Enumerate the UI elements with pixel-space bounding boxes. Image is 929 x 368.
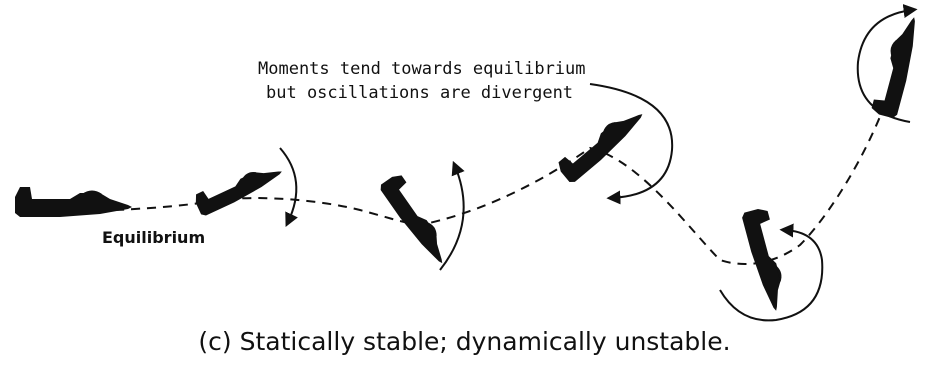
figure-caption: (c) Statically stable; dynamically unsta… xyxy=(0,326,929,358)
annotation-line-2: but oscillations are divergent xyxy=(266,82,573,104)
moment-arc-2 xyxy=(280,148,296,222)
aircraft-equilibrium xyxy=(15,187,132,217)
flight-path xyxy=(115,90,890,264)
aircraft-position-5 xyxy=(741,207,793,313)
equilibrium-label: Equilibrium xyxy=(102,228,205,248)
aircraft-position-2 xyxy=(193,157,286,217)
aircraft-position-6 xyxy=(870,13,922,119)
aircraft-position-3 xyxy=(378,172,456,268)
annotation-line-1: Moments tend towards equilibrium xyxy=(258,58,586,80)
